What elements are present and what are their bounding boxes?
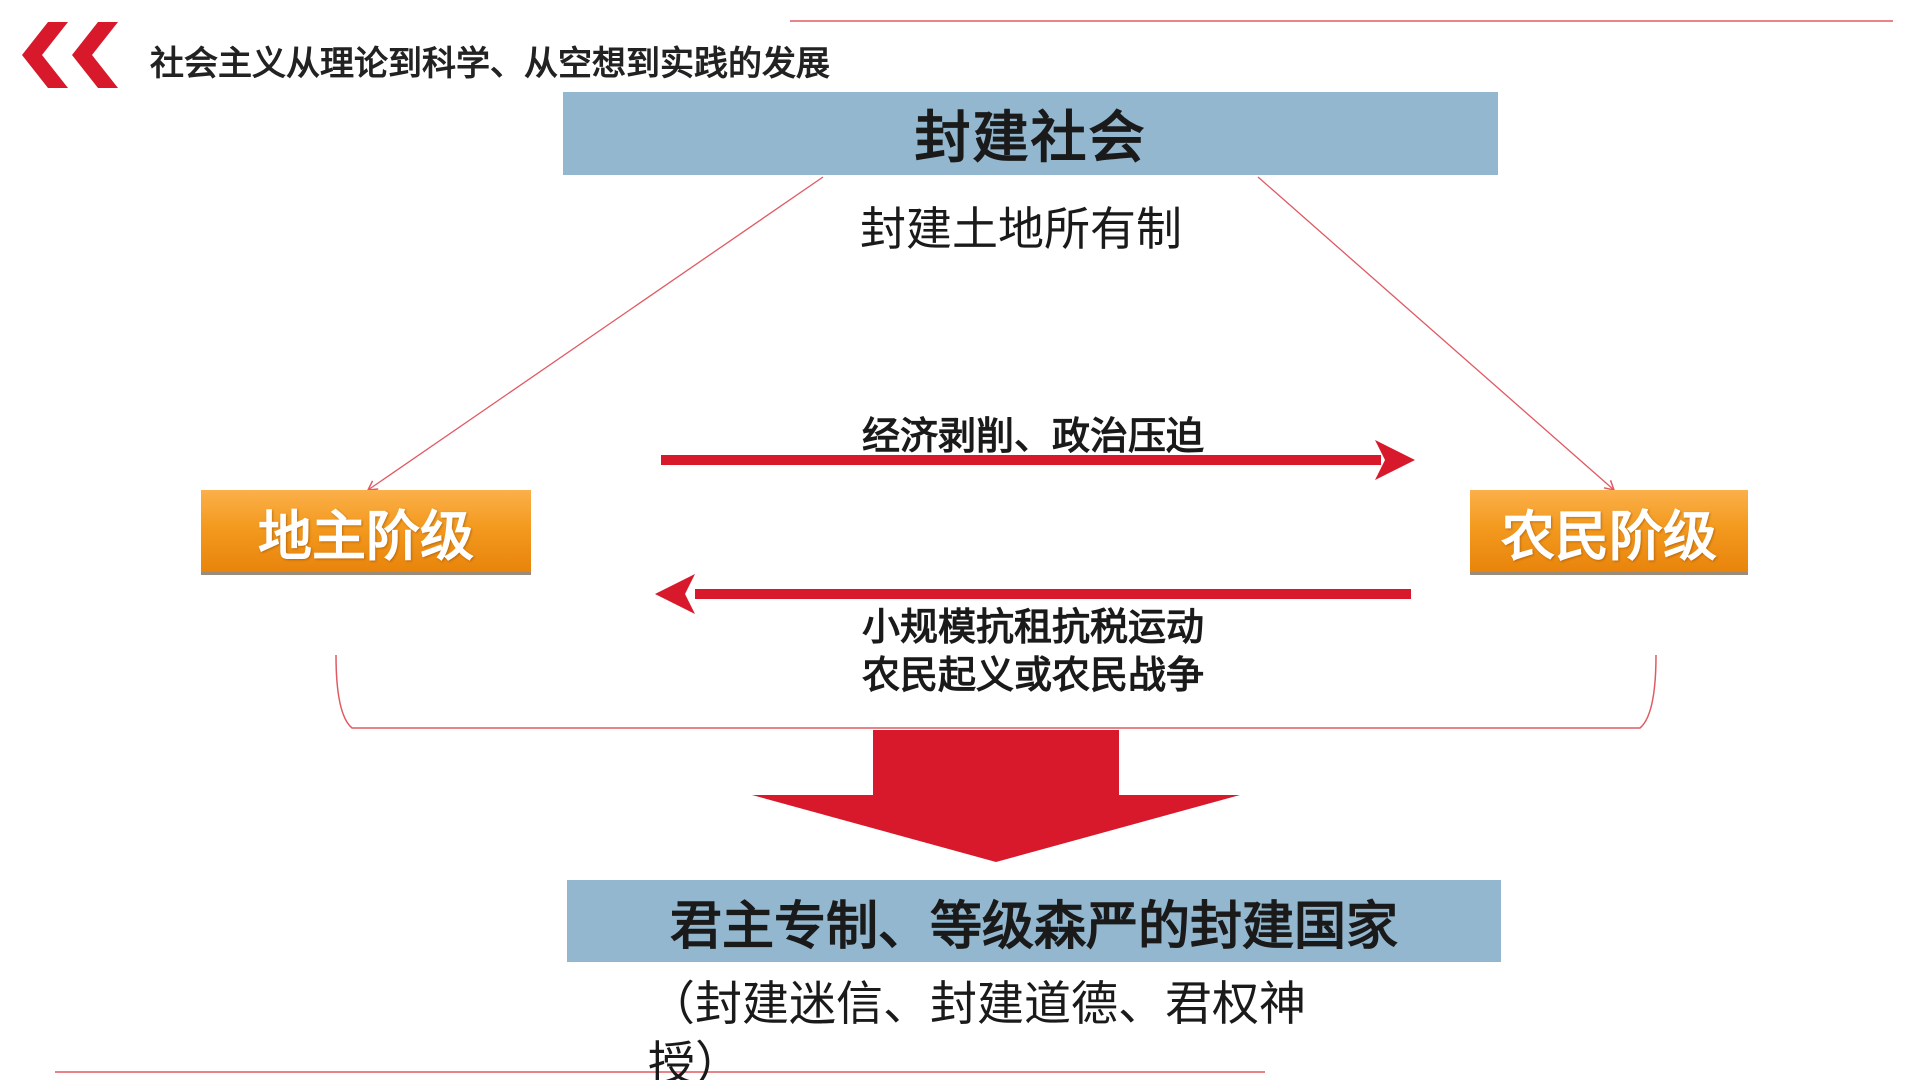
exploitation-label: 经济剥削、政治压迫 <box>862 414 1205 458</box>
landlord-class-box: 地主阶级 <box>201 490 531 575</box>
feudal-society-box: 封建社会 <box>563 92 1498 175</box>
land-ownership-text: 封建土地所有制 <box>860 202 1182 256</box>
resistance-label: 小规模抗租抗税运动 农民起义或农民战争 <box>862 603 1204 699</box>
connector-to-landlord <box>366 176 824 491</box>
double-chevron-left-icon <box>22 22 118 88</box>
resistance-label-line2: 农民起义或农民战争 <box>862 653 1205 697</box>
feudal-state-note: （封建迷信、封建道德、君权神授） <box>648 977 1306 1080</box>
feudal-state-box: 君主专制、等级森严的封建国家 <box>567 880 1501 962</box>
resistance-label-line1: 小规模抗租抗税运动 <box>862 605 1205 649</box>
page-title: 社会主义从理论到科学、从空想到实践的发展 <box>150 44 830 84</box>
big-down-arrow <box>752 730 1240 862</box>
connector-to-peasant <box>1257 176 1616 492</box>
peasant-class-box: 农民阶级 <box>1470 490 1748 575</box>
